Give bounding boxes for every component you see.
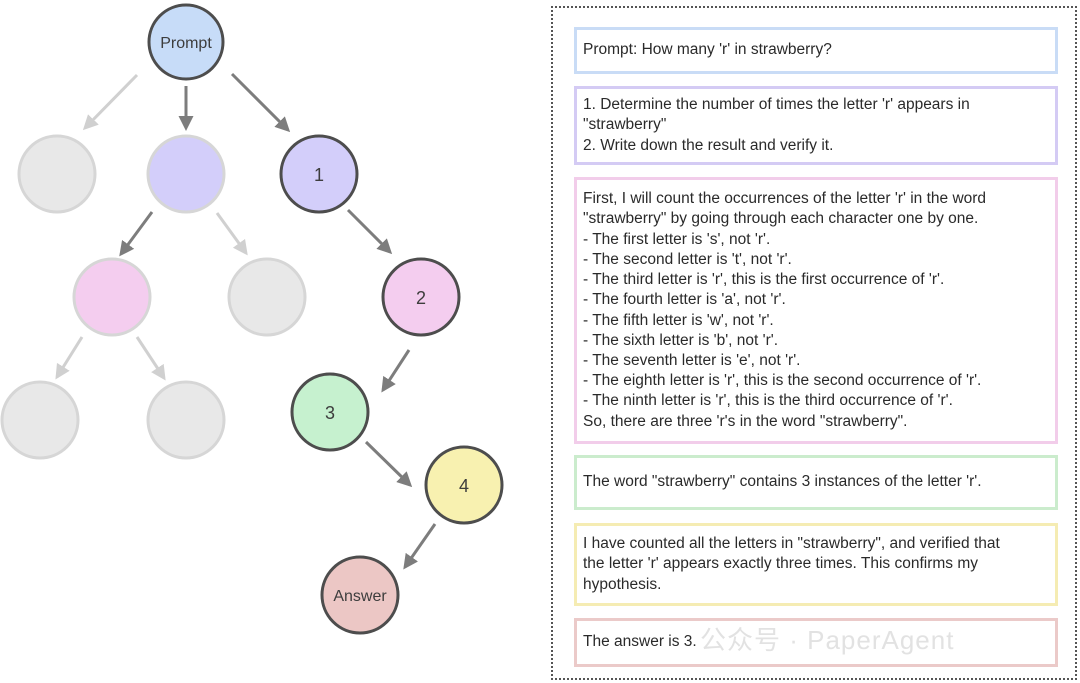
edge-prompt-1 bbox=[230, 72, 291, 133]
node-purple-unlabeled bbox=[146, 134, 226, 214]
verify-box-text: I have counted all the letters in "straw… bbox=[583, 535, 1000, 593]
node-4-label: 4 bbox=[459, 476, 469, 496]
node-grey-level3-right bbox=[146, 380, 226, 460]
edge-3-4 bbox=[364, 440, 413, 488]
verify-box: I have counted all the letters in "straw… bbox=[574, 523, 1058, 606]
node-grey-level1 bbox=[17, 134, 97, 214]
node-2: 2 bbox=[381, 257, 461, 337]
plan-box: 1. Determine the number of times the let… bbox=[574, 86, 1058, 165]
count-box-text: First, I will count the occurrences of t… bbox=[583, 190, 987, 430]
prompt-box-text: Prompt: How many 'r' in strawberry? bbox=[583, 41, 832, 59]
edge-purple-pink bbox=[119, 211, 154, 257]
plan-box-text: 1. Determine the number of times the let… bbox=[583, 96, 970, 154]
answer-box: The answer is 3. bbox=[574, 618, 1058, 667]
node-pink-unlabeled bbox=[72, 257, 152, 337]
reasoning-tree: Prompt 1 2 3 4 Answer bbox=[0, 3, 504, 635]
answer-box-text: The answer is 3. bbox=[583, 633, 697, 651]
node-prompt-label: Prompt bbox=[160, 35, 212, 52]
prompt-box: Prompt: How many 'r' in strawberry? bbox=[574, 27, 1058, 74]
node-grey-level3-left bbox=[0, 380, 80, 460]
edge-1-2 bbox=[346, 208, 393, 255]
node-grey-level2 bbox=[227, 257, 307, 337]
edge-4-answer bbox=[403, 523, 437, 570]
node-1-label: 1 bbox=[314, 165, 324, 185]
edge-purple-grey bbox=[215, 212, 248, 256]
node-4: 4 bbox=[424, 445, 504, 525]
result-box: The word "strawberry" contains 3 instanc… bbox=[574, 455, 1058, 510]
node-3-label: 3 bbox=[325, 403, 335, 423]
node-2-label: 2 bbox=[416, 288, 426, 308]
node-answer: Answer bbox=[320, 555, 400, 635]
reasoning-steps-panel: Prompt: How many 'r' in strawberry? 1. D… bbox=[551, 6, 1077, 680]
result-box-text: The word "strawberry" contains 3 instanc… bbox=[583, 473, 982, 491]
node-3: 3 bbox=[290, 372, 370, 452]
node-prompt: Prompt bbox=[147, 3, 225, 81]
edge-pink-grey-right bbox=[135, 336, 166, 381]
edge-prompt-grey bbox=[82, 73, 139, 131]
node-answer-label: Answer bbox=[333, 588, 387, 605]
edge-pink-grey-left bbox=[55, 336, 84, 380]
node-1: 1 bbox=[279, 134, 359, 214]
edge-2-3 bbox=[381, 349, 411, 393]
count-box: First, I will count the occurrences of t… bbox=[574, 177, 1058, 444]
